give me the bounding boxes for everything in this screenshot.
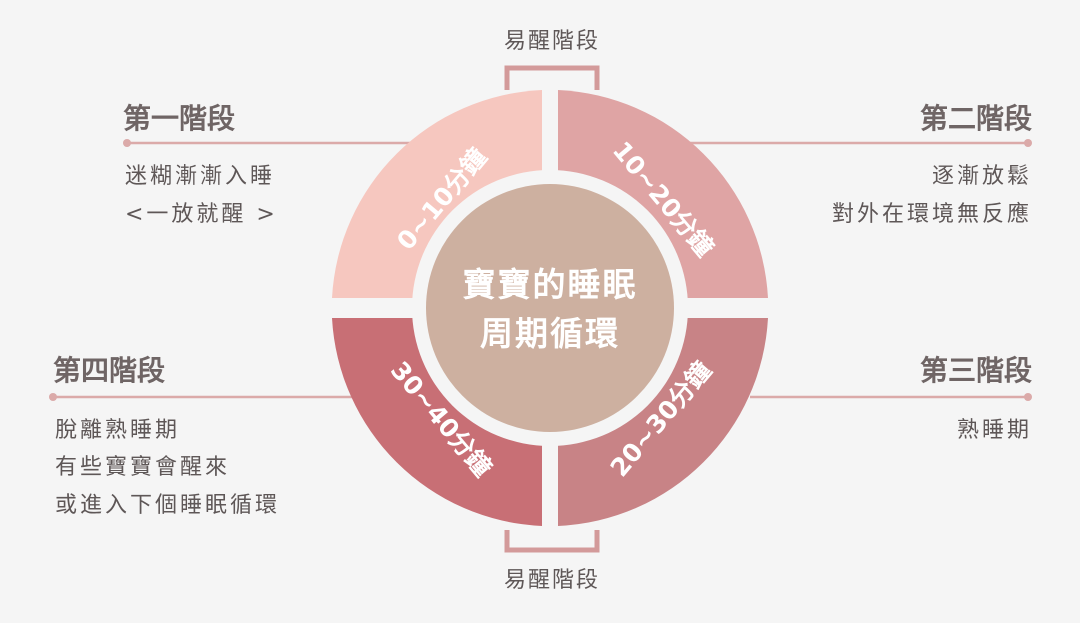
stage-3-title: 第三階段 (920, 354, 1032, 387)
connector-lines (49, 139, 1032, 401)
center-title-line1: 寶寶的睡眠 (463, 265, 638, 304)
stage-4: 第四階段 脫離熟睡期 有些寶寶會醒來 或進入下個睡眠循環 (53, 354, 280, 518)
dot-stage-4 (49, 393, 57, 401)
stage-1-desc-line1: 迷糊漸漸入睡 (125, 164, 275, 189)
light-sleep-label-top: 易醒階段 (504, 29, 600, 54)
stage-3: 第三階段 熟睡期 (920, 354, 1032, 443)
center-title-line2: 周期循環 (480, 314, 620, 353)
light-sleep-label-bottom: 易醒階段 (504, 568, 600, 593)
stage-4-desc-line3: 或進入下個睡眠循環 (55, 493, 280, 518)
stage-2-title: 第二階段 (920, 102, 1032, 135)
center-circle (426, 184, 674, 432)
stage-4-title: 第四階段 (53, 354, 165, 387)
stage-4-desc-line2: 有些寶寶會醒來 (55, 455, 230, 480)
stage-1-desc-line2: <一放就醒 > (125, 202, 278, 227)
stage-3-desc-line1: 熟睡期 (957, 418, 1032, 443)
stage-2-desc-line2: 對外在環境無反應 (832, 201, 1032, 227)
dot-stage-2 (1024, 139, 1032, 147)
stage-2: 第二階段 逐漸放鬆 對外在環境無反應 (832, 102, 1032, 227)
bottom-bracket (504, 530, 600, 553)
stage-2-desc-line1: 逐漸放鬆 (932, 164, 1032, 189)
stage-1: 第一階段 迷糊漸漸入睡 <一放就醒 > (123, 102, 278, 227)
dot-stage-3 (1024, 393, 1032, 401)
dot-stage-1 (123, 139, 131, 147)
top-bracket (504, 65, 600, 90)
stage-4-desc-line1: 脫離熟睡期 (55, 418, 180, 443)
stage-1-title: 第一階段 (123, 102, 235, 135)
